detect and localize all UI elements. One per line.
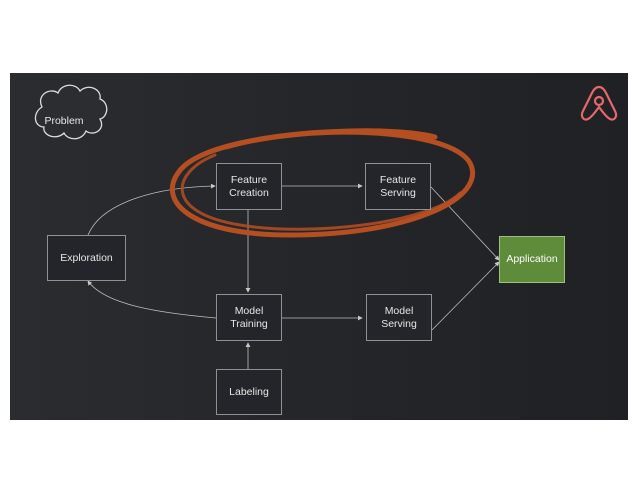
airbnb-logo-icon	[580, 85, 618, 121]
edge-exploration-to-feature-creation	[87, 183, 216, 236]
highlight-circle	[169, 128, 475, 238]
problem-label: Problem	[44, 115, 84, 127]
edge-model-serving-to-application	[431, 261, 500, 331]
connectors	[87, 183, 500, 369]
model-serving-node[interactable]: Model Serving	[366, 294, 432, 341]
application-label: Application	[506, 253, 558, 265]
exploration-node[interactable]: Exploration	[47, 235, 126, 281]
labeling-label: Labeling	[229, 385, 269, 398]
edge-model-training-to-exploration	[87, 280, 217, 319]
cloud-icon	[34, 84, 108, 140]
feature-creation-label: Feature Creation	[229, 173, 269, 199]
model-training-node[interactable]: Model Training	[216, 294, 282, 341]
feature-serving-node[interactable]: Feature Serving	[365, 163, 431, 210]
diagram-canvas	[34, 84, 618, 369]
edge-feature-serving-to-application	[430, 186, 500, 261]
application-node[interactable]: Application	[499, 236, 565, 283]
model-serving-label: Model Serving	[381, 304, 417, 330]
feature-serving-label: Feature Serving	[379, 173, 417, 199]
labeling-node[interactable]: Labeling	[216, 369, 282, 415]
exploration-label: Exploration	[60, 251, 113, 264]
diagram-slide: Problem Feature Creation Feature Serving…	[10, 73, 628, 420]
feature-creation-node[interactable]: Feature Creation	[216, 163, 282, 210]
model-training-label: Model Training	[230, 304, 268, 330]
